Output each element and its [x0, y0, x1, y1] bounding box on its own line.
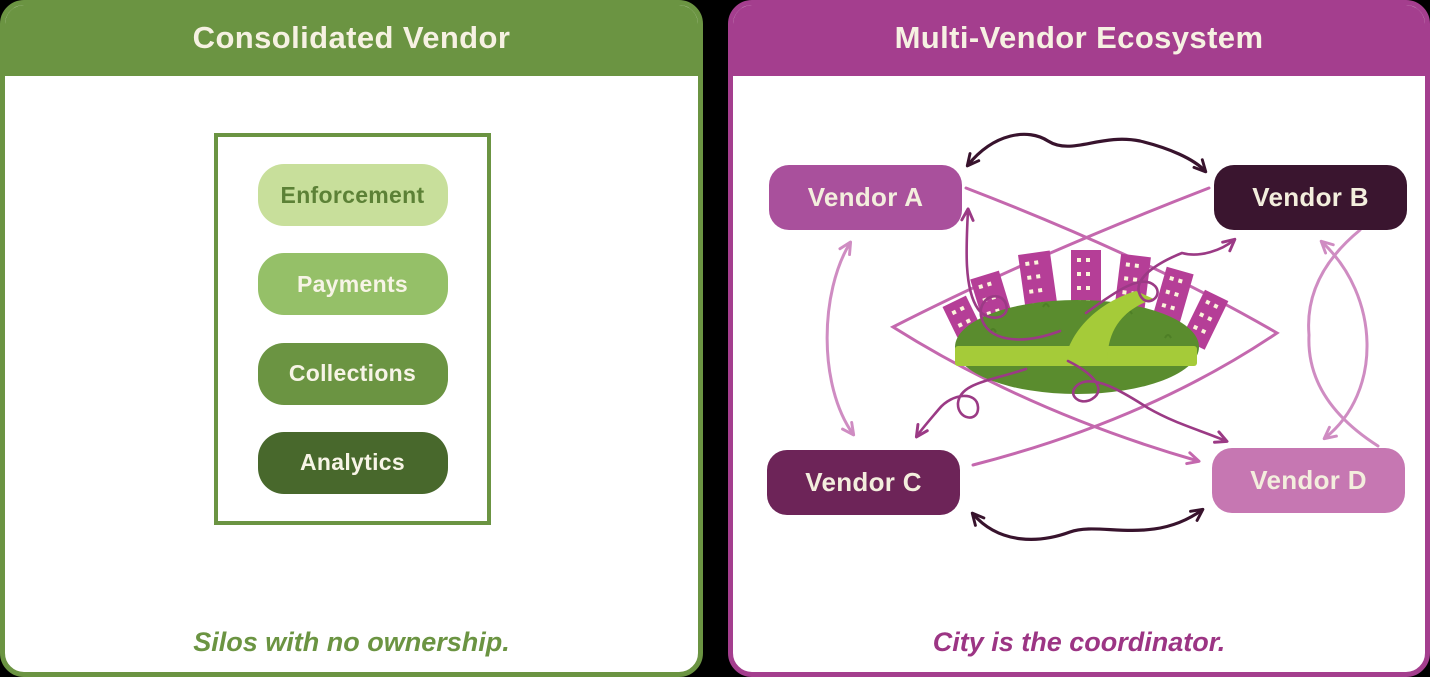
arrow-a-b-dark-wavy — [965, 132, 1208, 174]
pill-payments-label: Payments — [296, 270, 409, 297]
pill-enforcement-label: Enforcement — [280, 181, 425, 208]
arrow-b-to-d-swoosh — [889, 186, 1211, 466]
arrow-a-to-c-swoosh — [964, 186, 1280, 467]
city-on-green-hill-icon — [942, 250, 1229, 394]
arrow-b-d-right-arc — [1319, 239, 1369, 441]
vendor-d-label: Vendor D — [1250, 465, 1367, 495]
right-panel-title: Multi-Vendor Ecosystem — [894, 20, 1264, 55]
vendor-a-label: Vendor A — [807, 182, 924, 212]
left-panel-title: Consolidated Vendor — [192, 20, 511, 55]
arrow-a-c-left-arc — [825, 240, 856, 437]
right-panel-header: Multi-Vendor Ecosystem — [733, 5, 1425, 76]
pill-collections-label: Collections — [288, 360, 417, 387]
curl-arrow-to-vendor-d — [1066, 359, 1229, 444]
consolidated-vendor-panel: Consolidated Vendor Enforcement Payments… — [0, 0, 703, 677]
vendor-c-node: Vendor C — [767, 450, 960, 515]
pill-analytics-label: Analytics — [300, 449, 405, 476]
left-panel-caption: Silos with no ownership. — [193, 627, 510, 657]
arrow-b-d-inner-arc — [1307, 228, 1380, 448]
multi-vendor-panel: Multi-Vendor Ecosystem — [728, 0, 1430, 677]
arrow-c-d-dark-wavy — [970, 507, 1205, 541]
vendor-b-label: Vendor B — [1252, 182, 1369, 212]
right-panel-caption: City is the coordinator. — [932, 627, 1226, 657]
vendor-a-node: Vendor A — [769, 165, 962, 230]
vendor-b-node: Vendor B — [1214, 165, 1407, 230]
vendor-d-node: Vendor D — [1212, 448, 1405, 513]
pill-collections: Collections — [257, 342, 448, 405]
pill-payments: Payments — [257, 253, 448, 316]
vendor-stack-frame: Enforcement Payments Collections Analyti… — [214, 133, 491, 525]
pill-enforcement: Enforcement — [257, 164, 448, 227]
curl-arrow-to-vendor-b — [1084, 237, 1237, 315]
curl-arrow-to-vendor-c — [914, 367, 1028, 439]
pill-analytics: Analytics — [257, 431, 448, 494]
ecosystem-arrows — [825, 132, 1380, 541]
curl-arrow-to-vendor-a — [960, 207, 1062, 341]
hill-road — [1064, 291, 1154, 366]
left-panel-header: Consolidated Vendor — [5, 5, 698, 76]
hill-grass-tuft — [989, 303, 1172, 339]
vendor-c-label: Vendor C — [805, 467, 922, 497]
